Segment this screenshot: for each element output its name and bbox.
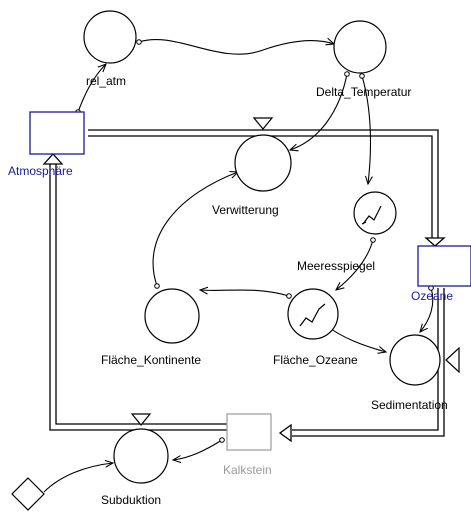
source-diamond[interactable] [11, 477, 45, 511]
atmosphaere-label: Atmosphäre [8, 164, 73, 178]
ozeane-stock[interactable] [417, 245, 471, 287]
flow-pipe-sedimentation [278, 288, 445, 443]
flaeche-ozeane-graph-icon [299, 303, 326, 327]
subduktion-valve-icon [130, 413, 152, 426]
meeresspiegel-graph-icon [361, 205, 382, 225]
flaeche-ozeane-graph-converter[interactable] [287, 288, 339, 340]
link-ozeane-sedimentation [420, 287, 434, 332]
sedimentation-flow[interactable] [389, 334, 441, 386]
subduktion-flow[interactable] [113, 428, 169, 484]
flow-pipe-subduktion [42, 153, 227, 431]
meeresspiegel-label: Meeresspiegel [297, 259, 375, 273]
link-source-subduktion [43, 463, 113, 493]
kalkstein-stock[interactable] [226, 413, 272, 451]
link-delta-temperatur-verwitterung [290, 73, 348, 150]
verwitterung-valve-icon [252, 117, 274, 130]
sedimentation-label: Sedimentation [371, 398, 448, 412]
link-meeresspiegel-flaeche-ozeane [336, 239, 374, 290]
verwitterung-label: Verwitterung [212, 203, 279, 217]
link-rel-atm-delta-temperatur [138, 40, 334, 55]
delta-temperatur-label: Delta_Temperatur [316, 85, 411, 99]
link-flaeche-ozeane-flaeche-kontinente [200, 290, 290, 297]
meeresspiegel-graph-converter[interactable] [353, 191, 397, 235]
kalkstein-label: Kalkstein [223, 463, 272, 477]
connector-origin-dots [75, 39, 434, 443]
atmosphaere-stock[interactable] [29, 111, 85, 155]
link-atmosphaere-rel-atm [77, 64, 106, 113]
flow-pipe-verwitterung [88, 129, 446, 247]
subduktion-label: Subduktion [101, 493, 161, 507]
ozeane-label: Ozeane [411, 289, 453, 303]
flaeche-kontinente-converter[interactable] [144, 288, 200, 344]
link-kalkstein-subduktion [173, 439, 223, 460]
flaeche-kontinente-label: Fläche_Kontinente [101, 353, 201, 367]
link-flaeche-kontinente-verwitterung [152, 172, 238, 287]
verwitterung-flow[interactable] [234, 134, 292, 192]
flaeche-ozeane-label: Fläche_Ozeane [273, 353, 358, 367]
link-delta-temperatur-meeresspiegel [361, 75, 370, 184]
rel-atm-label: rel_atm [86, 74, 126, 88]
rel-atm-converter[interactable] [83, 10, 137, 64]
sedimentation-valve-icon [445, 346, 460, 374]
delta-temperatur-converter[interactable] [333, 20, 387, 74]
